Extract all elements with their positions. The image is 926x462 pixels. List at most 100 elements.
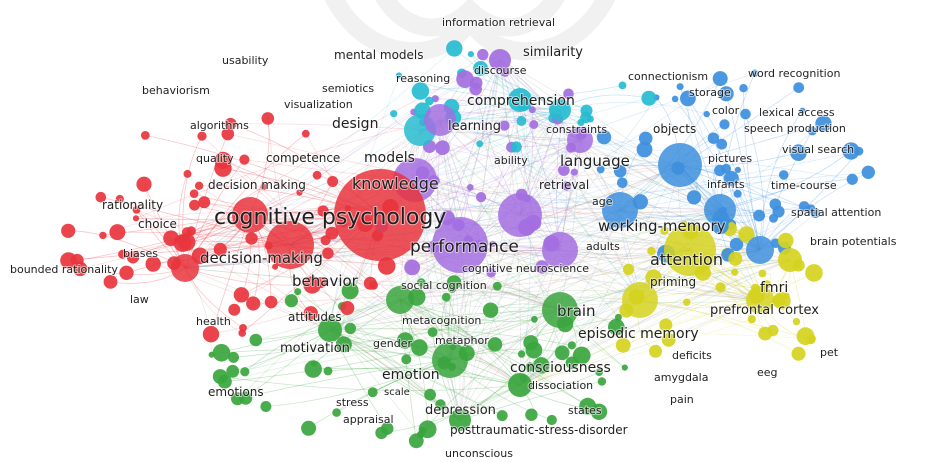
network-link — [329, 209, 721, 331]
network-node-green — [554, 345, 570, 361]
label-dissociation: dissociation — [528, 379, 593, 392]
network-link — [459, 244, 773, 331]
label-similarity: similarity — [523, 45, 583, 60]
label-objects: objects — [653, 122, 696, 136]
network-link — [519, 99, 561, 251]
label-competence: competence — [266, 151, 340, 165]
network-node-green — [533, 357, 550, 374]
network-node-red — [246, 296, 261, 311]
network-node-red — [301, 129, 310, 138]
network-node-red — [119, 265, 134, 280]
label-social-cognition: social cognition — [401, 279, 487, 292]
label-age: age — [592, 195, 613, 208]
label-attitudes: attitudes — [288, 310, 342, 324]
label-decision-making: decision making — [208, 178, 306, 192]
network-node-red — [213, 242, 227, 256]
network-node-green — [525, 408, 538, 421]
network-node-purple — [404, 259, 421, 276]
network-node-red — [61, 223, 76, 238]
network-node-purple — [529, 120, 539, 129]
network-link — [639, 299, 799, 355]
label-emotions: emotions — [208, 385, 264, 399]
network-link — [639, 259, 791, 301]
network-node-green — [294, 288, 302, 296]
label-attention: attention — [650, 250, 723, 269]
network-link — [459, 349, 535, 421]
network-link — [399, 164, 681, 301]
network-node-purple — [535, 260, 549, 274]
network-node-red — [173, 234, 192, 252]
network-link — [224, 309, 561, 383]
network-node-cyan — [425, 96, 434, 106]
label-pictures: pictures — [708, 152, 752, 165]
network-node-blue — [636, 141, 653, 158]
network-node-red — [118, 249, 128, 259]
network-node-purple — [435, 140, 450, 155]
network-node-red — [272, 263, 279, 270]
label-time-course: time-course — [771, 179, 837, 192]
network-node-green — [572, 346, 591, 365]
network-link — [329, 328, 812, 339]
label-cognitive-psychology: cognitive psychology — [214, 205, 446, 230]
label-lexical-access: lexical access — [759, 106, 835, 119]
network-node-yellow — [773, 292, 791, 310]
network-link — [184, 48, 455, 269]
network-node-green — [260, 401, 272, 412]
network-link — [249, 164, 681, 216]
network-node-blue — [746, 236, 774, 264]
network-link — [459, 109, 561, 421]
network-node-green — [567, 341, 576, 350]
network-node-yellow — [747, 315, 756, 324]
network-link — [420, 309, 561, 435]
network-node-green — [418, 420, 437, 439]
network-node-red — [327, 176, 339, 187]
network-node-green — [492, 281, 502, 291]
network-link — [439, 119, 691, 251]
network-link — [571, 164, 681, 363]
network-node-cyan — [549, 99, 571, 121]
network-link — [329, 329, 503, 416]
label-eeg: eeg — [757, 366, 778, 379]
network-node-blue — [712, 71, 728, 87]
network-link — [579, 139, 766, 334]
label-information-retrieval: information retrieval — [442, 16, 555, 29]
network-node-blue — [739, 84, 748, 93]
network-node-green — [323, 366, 333, 376]
network-node-yellow — [660, 226, 669, 235]
network-node-green — [304, 360, 322, 378]
network-node-green — [228, 351, 239, 363]
network-node-blue — [793, 82, 805, 93]
network-node-green — [446, 275, 462, 290]
network-link — [327, 367, 521, 386]
network-link — [719, 150, 852, 211]
network-node-green — [441, 292, 451, 302]
network-node-red — [136, 176, 152, 192]
network-node-cyan — [467, 51, 474, 58]
network-node-yellow — [664, 224, 716, 276]
label-behavior: behavior — [292, 272, 359, 290]
network-node-blue — [723, 170, 739, 186]
network-node-red — [109, 224, 126, 241]
network-link — [230, 123, 421, 131]
label-priming: priming — [650, 275, 696, 289]
network-node-red — [145, 256, 161, 272]
network-link — [439, 119, 681, 166]
network-link — [559, 101, 707, 115]
network-node-purple — [570, 168, 579, 176]
network-node-red — [303, 306, 318, 321]
network-node-cyan — [641, 90, 657, 106]
network-link — [459, 240, 761, 251]
network-node-red — [171, 254, 199, 282]
network-link — [449, 97, 657, 361]
network-node-green — [417, 278, 426, 287]
network-node-purple — [563, 88, 574, 100]
network-node-green — [401, 354, 412, 365]
network-node-red — [363, 276, 377, 290]
label-deficits: deficits — [672, 349, 712, 362]
network-node-red — [197, 131, 207, 141]
label-brain: brain — [557, 302, 596, 320]
network-link — [439, 119, 721, 211]
network-node-purple — [456, 70, 474, 88]
label-retrieval: retrieval — [539, 178, 589, 192]
network-link — [184, 267, 331, 331]
